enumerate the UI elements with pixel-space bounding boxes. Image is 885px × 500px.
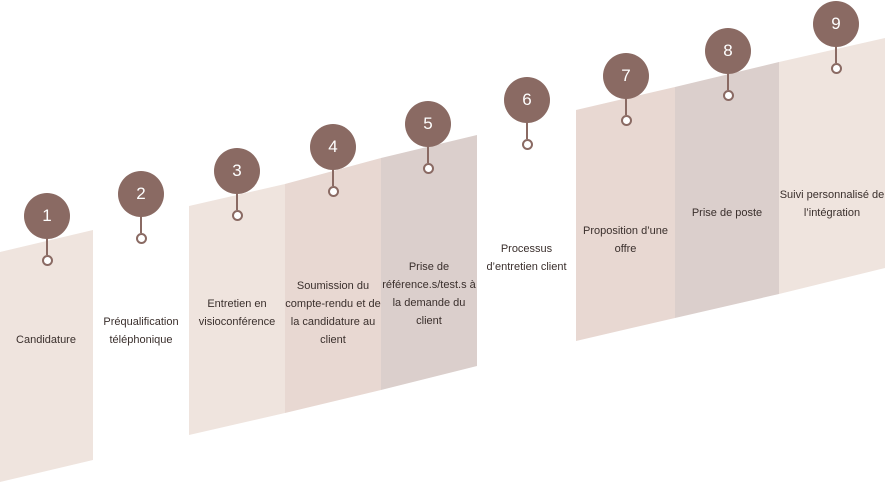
- band-step-8: [675, 62, 779, 318]
- step-3-number: 3: [214, 148, 260, 194]
- step-6-number: 6: [504, 77, 550, 123]
- step-4-stem: [332, 168, 334, 186]
- step-1-number: 1: [24, 193, 70, 239]
- band-step-5: [381, 135, 477, 390]
- step-3-ring: [232, 210, 243, 221]
- step-2-label: Préqualification téléphonique: [103, 316, 179, 346]
- step-1-stem: [46, 237, 48, 255]
- step-6-label: Processus d’entretien client: [486, 243, 567, 273]
- band-step-1: [0, 230, 93, 482]
- step-9-number: 9: [813, 1, 859, 47]
- step-1-label: Candidature: [16, 334, 76, 346]
- step-2-number: 2: [118, 171, 164, 217]
- step-9-ring: [831, 63, 842, 74]
- band-step-4: [285, 158, 381, 413]
- step-2-stem: [140, 215, 142, 233]
- step-7-number: 7: [603, 53, 649, 99]
- step-8-number: 8: [705, 28, 751, 74]
- band-step-3: [189, 184, 285, 435]
- step-5-stem: [427, 145, 429, 163]
- band-step-9: [779, 38, 885, 294]
- step-7-ring: [621, 115, 632, 126]
- step-2-ring: [136, 233, 147, 244]
- step-5-label: Prise de référence.s/test.s à la demande…: [382, 261, 476, 327]
- step-7-stem: [625, 97, 627, 115]
- step-6-stem: [526, 121, 528, 139]
- step-3-label: Entretien en visioconférence: [198, 298, 276, 328]
- step-8-ring: [723, 90, 734, 101]
- step-7-label: Proposition d’une offre: [582, 225, 668, 255]
- step-4-number: 4: [310, 124, 356, 170]
- step-4-ring: [328, 186, 339, 197]
- step-4-label: Soumission du compte-rendu et de la cand…: [285, 280, 381, 346]
- step-9-label: Suivi personnalisé de l’intégration: [779, 189, 885, 219]
- step-1-ring: [42, 255, 53, 266]
- band-step-7: [576, 87, 675, 341]
- step-8-stem: [727, 72, 729, 90]
- step-6-ring: [522, 139, 533, 150]
- step-5-ring: [423, 163, 434, 174]
- step-5-number: 5: [405, 101, 451, 147]
- step-3-stem: [236, 192, 238, 210]
- step-9-stem: [835, 45, 837, 63]
- step-8-label: Prise de poste: [691, 207, 763, 219]
